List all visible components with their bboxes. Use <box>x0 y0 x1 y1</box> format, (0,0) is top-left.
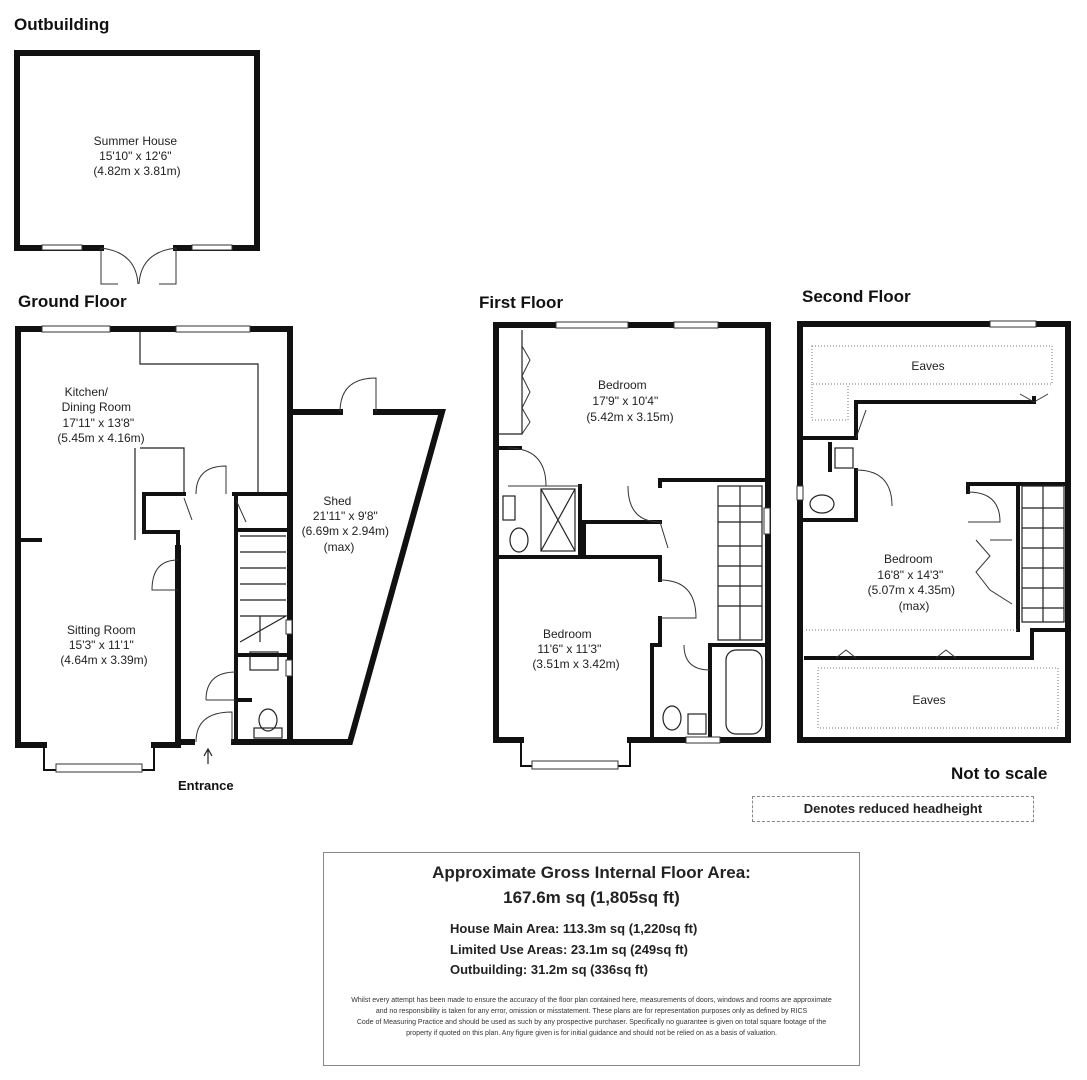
area-title: Approximate Gross Internal Floor Area: <box>432 863 751 882</box>
second-floor-title: Second Floor <box>802 287 911 306</box>
first-floor-plan: Bedroom 17'9" x 10'4" (5.42m x 3.15m) Be… <box>493 321 771 770</box>
ground-floor-title: Ground Floor <box>18 292 127 311</box>
not-to-scale-label: Not to scale <box>951 764 1048 783</box>
summer-house-label: Summer House 15'10" x 12'6" (4.82m x 3.8… <box>93 134 180 178</box>
outbuilding-area: Outbuilding: 31.2m sq (336sq ft) <box>450 962 648 977</box>
disclaimer: Whilst every attempt has been made to en… <box>351 997 832 1037</box>
house-main-area: House Main Area: 113.3m sq (1,220sq ft) <box>450 921 698 936</box>
second-floor-plan: Eaves Eaves Bedroom 16'8" x 14'3" (5.07m… <box>796 320 1071 743</box>
kitchen-label: Kitchen/ Dining Room 17'11" x 13'8" (5.4… <box>57 385 144 445</box>
eaves-top-label: Eaves <box>911 359 944 373</box>
sf-bedroom-label: Bedroom 16'8" x 14'3" (5.07m x 4.35m) (m… <box>868 552 959 613</box>
shed-label: Shed 21'11" x 9'8" (6.69m x 2.94m) (max) <box>302 494 393 554</box>
floor-area-box: Approximate Gross Internal Floor Area: 1… <box>323 852 860 1066</box>
summer-house-plan: Summer House 15'10" x 12'6" (4.82m x 3.8… <box>14 50 260 285</box>
area-total: 167.6m sq (1,805sq ft) <box>503 888 680 907</box>
ground-floor-plan: Entrance Kitchen/ Dining Room 17'11" x 1… <box>15 325 293 793</box>
outbuilding-title: Outbuilding <box>14 15 109 34</box>
shed-plan: Shed 21'11" x 9'8" (6.69m x 2.94m) (max) <box>287 377 446 745</box>
limited-use-area: Limited Use Areas: 23.1m sq (249sq ft) <box>450 942 688 957</box>
reduced-headheight-legend: Denotes reduced headheight <box>752 796 1034 822</box>
first-floor-title: First Floor <box>479 293 563 312</box>
ff-bedroom1-label: Bedroom 17'9" x 10'4" (5.42m x 3.15m) <box>586 378 673 424</box>
sitting-room-label: Sitting Room 15'3" x 11'1" (4.64m x 3.39… <box>60 623 147 667</box>
entrance-label: Entrance <box>178 778 234 793</box>
ff-bedroom2-label: Bedroom 11'6" x 11'3" (3.51m x 3.42m) <box>532 627 619 671</box>
eaves-bottom-label: Eaves <box>912 693 945 707</box>
